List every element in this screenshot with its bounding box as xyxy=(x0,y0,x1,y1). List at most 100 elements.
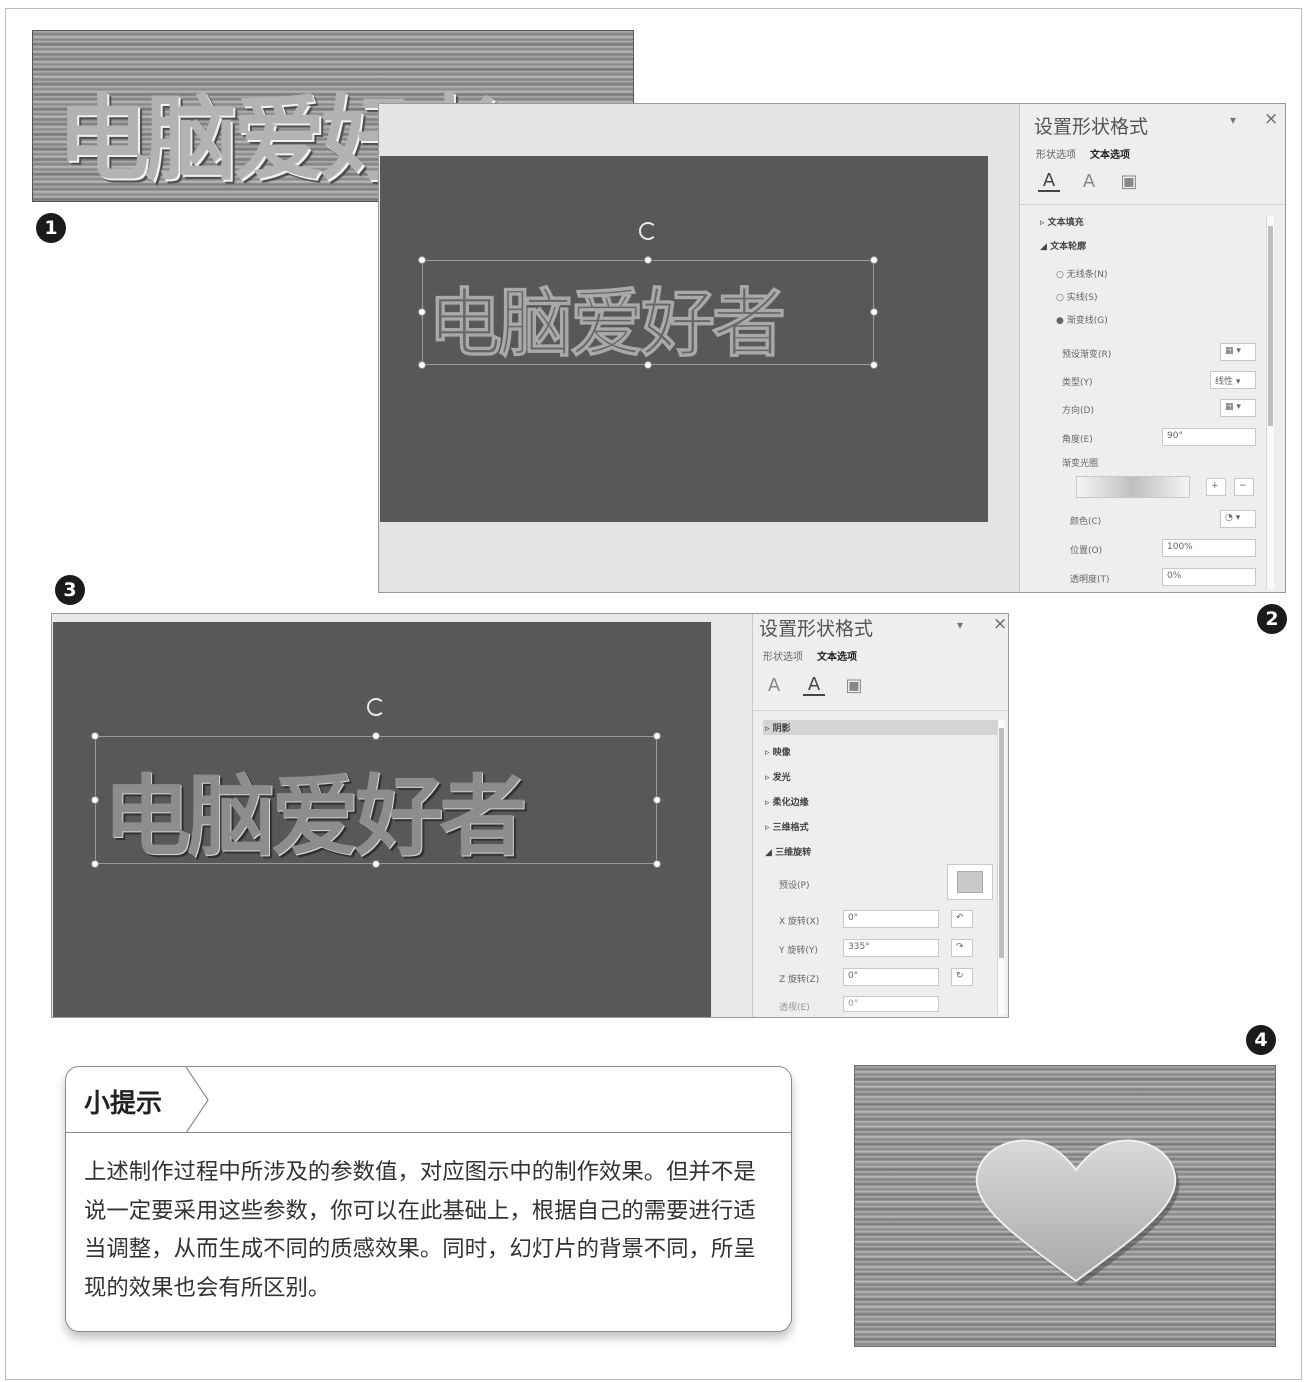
pane-title: 设置形状格式 xyxy=(759,618,874,640)
rotate-handle-icon[interactable] xyxy=(367,698,385,716)
radio-gradient-line[interactable]: ● 渐变线(G) xyxy=(1056,316,1108,326)
z-rotation-input[interactable]: 0° xyxy=(843,968,939,986)
heart-result-image xyxy=(854,1065,1276,1347)
resize-handle[interactable] xyxy=(418,256,426,264)
resize-handle[interactable] xyxy=(91,796,99,804)
rotate-clockwise-button[interactable]: ↻ xyxy=(951,968,973,986)
section-soft-edges[interactable]: ▹ 柔化边缘 xyxy=(765,798,809,808)
label-direction: 方向(D) xyxy=(1062,406,1094,416)
pane-menu-icon[interactable]: ▾ xyxy=(957,618,964,632)
pane-menu-icon[interactable]: ▾ xyxy=(1230,113,1237,127)
resize-handle[interactable] xyxy=(644,256,652,264)
tip-title-arrow xyxy=(185,1067,209,1133)
scrollbar-thumb[interactable] xyxy=(999,728,1004,958)
x-rotation-input[interactable]: 0° xyxy=(843,910,939,928)
resize-handle[interactable] xyxy=(870,361,878,369)
transparency-input[interactable]: 0% xyxy=(1162,568,1256,586)
section-text-fill[interactable]: ▹ 文本填充 xyxy=(1040,218,1084,228)
section-3d-format[interactable]: ▹ 三维格式 xyxy=(765,823,809,833)
format-shape-pane: 设置形状格式 ▾ × 形状选项 文本选项 A A ▣ ▹ 文本填充 ◢ 文本轮廓… xyxy=(1019,104,1285,592)
section-3d-rotation[interactable]: ◢ 三维旋转 xyxy=(765,848,812,858)
gradient-stops-slider[interactable] xyxy=(1076,476,1190,498)
close-icon[interactable]: × xyxy=(993,614,1008,634)
pane-scrollbar[interactable] xyxy=(1266,216,1274,590)
text-fill-outline-icon[interactable]: A xyxy=(1038,170,1060,192)
section-glow[interactable]: ▹ 发光 xyxy=(765,773,791,783)
text-effects-icon[interactable]: A xyxy=(1082,170,1096,192)
resize-handle[interactable] xyxy=(870,256,878,264)
pane-divider xyxy=(753,710,1008,711)
step-badge-3: 3 xyxy=(55,575,85,605)
resize-handle[interactable] xyxy=(91,860,99,868)
tip-header: 小提示 xyxy=(66,1067,791,1133)
step-badge-1: 1 xyxy=(36,213,66,243)
step-badge-4: 4 xyxy=(1246,1025,1276,1055)
angle-input[interactable]: 90° xyxy=(1162,428,1256,446)
scrollbar-thumb[interactable] xyxy=(1268,226,1273,426)
label-y-rotation: Y 旋转(Y) xyxy=(779,946,818,956)
tip-title: 小提示 xyxy=(84,1089,163,1119)
resize-handle[interactable] xyxy=(653,860,661,868)
slide-wordart-text: 电脑爱好者 xyxy=(428,281,787,368)
resize-handle[interactable] xyxy=(418,361,426,369)
text-fill-outline-icon[interactable]: A xyxy=(767,674,781,696)
section-text-outline[interactable]: ◢ 文本轮廓 xyxy=(1040,242,1087,252)
position-input[interactable]: 100% xyxy=(1162,539,1256,557)
tab-text-options[interactable]: 文本选项 xyxy=(1090,150,1130,161)
rotate-up-button[interactable]: ↷ xyxy=(951,939,973,957)
label-preset: 预设(P) xyxy=(779,881,810,891)
tab-shape-options[interactable]: 形状选项 xyxy=(763,652,803,663)
resize-handle[interactable] xyxy=(372,732,380,740)
rotate-handle-icon[interactable] xyxy=(639,222,657,240)
label-x-rotation: X 旋转(X) xyxy=(779,917,820,927)
radio-no-line[interactable]: ○ 无线条(N) xyxy=(1056,270,1108,280)
direction-dropdown[interactable]: ▦ ▾ xyxy=(1220,399,1256,417)
powerpoint-screenshot-gradient: 电脑爱好者 设置形状格式 ▾ × 形状选项 文本选项 A A ▣ ▹ 文本填充 … xyxy=(378,103,1286,593)
label-type: 类型(Y) xyxy=(1062,378,1093,388)
resize-handle[interactable] xyxy=(91,732,99,740)
rotate-left-button[interactable]: ↶ xyxy=(951,910,973,928)
step-badge-2: 2 xyxy=(1257,604,1287,634)
tip-box: 小提示 上述制作过程中所涉及的参数值，对应图示中的制作效果。但并不是说一定要采用… xyxy=(65,1066,792,1332)
color-dropdown[interactable]: ◔ ▾ xyxy=(1220,510,1256,528)
slide-canvas: 电脑爱好者 xyxy=(53,622,711,1017)
label-preset-gradient: 预设渐变(R) xyxy=(1062,350,1112,360)
label-color: 颜色(C) xyxy=(1070,517,1102,527)
tip-body: 上述制作过程中所涉及的参数值，对应图示中的制作效果。但并不是说一定要采用这些参数… xyxy=(84,1159,756,1301)
label-position: 位置(O) xyxy=(1070,546,1103,556)
preset-gradient-dropdown[interactable]: ▦ ▾ xyxy=(1220,343,1256,361)
powerpoint-screenshot-3d-rotation: 电脑爱好者 设置形状格式 ▾ × 形状选项 文本选项 A A ▣ ▹ 阴影 ▹ … xyxy=(51,613,1009,1018)
textbox-icon[interactable]: ▣ xyxy=(845,674,863,696)
resize-handle[interactable] xyxy=(418,308,426,316)
tab-shape-options[interactable]: 形状选项 xyxy=(1036,150,1076,161)
resize-handle[interactable] xyxy=(870,308,878,316)
label-transparency: 透明度(T) xyxy=(1070,575,1110,585)
radio-solid-line[interactable]: ○ 实线(S) xyxy=(1056,293,1098,303)
y-rotation-input[interactable]: 335° xyxy=(843,939,939,957)
section-reflection[interactable]: ▹ 映像 xyxy=(765,748,791,758)
add-stop-button[interactable]: + xyxy=(1206,478,1226,496)
label-z-rotation: Z 旋转(Z) xyxy=(779,975,820,985)
text-effects-icon[interactable]: A xyxy=(803,674,825,696)
resize-handle[interactable] xyxy=(653,732,661,740)
tab-text-options[interactable]: 文本选项 xyxy=(817,652,857,663)
format-shape-pane: 设置形状格式 ▾ × 形状选项 文本选项 A A ▣ ▹ 阴影 ▹ 映像 ▹ 发… xyxy=(752,614,1008,1017)
slide-canvas: 电脑爱好者 xyxy=(380,156,988,522)
remove-stop-button[interactable]: − xyxy=(1234,478,1254,496)
perspective-input[interactable]: 0° xyxy=(843,996,939,1012)
type-dropdown[interactable]: 线性 ▾ xyxy=(1210,371,1256,389)
label-angle: 角度(E) xyxy=(1062,435,1093,445)
pane-divider xyxy=(1020,204,1285,205)
label-gradient-stops: 渐变光圈 xyxy=(1062,459,1099,469)
slide-wordart-text: 电脑爱好者 xyxy=(103,765,527,868)
section-shadow[interactable]: ▹ 阴影 xyxy=(763,720,999,735)
resize-handle[interactable] xyxy=(372,860,380,868)
heart-shape xyxy=(975,1139,1180,1286)
resize-handle[interactable] xyxy=(653,796,661,804)
resize-handle[interactable] xyxy=(644,361,652,369)
textbox-icon[interactable]: ▣ xyxy=(1120,170,1138,192)
close-icon[interactable]: × xyxy=(1264,109,1279,129)
rotation-preset-button[interactable] xyxy=(947,864,993,900)
pane-scrollbar[interactable] xyxy=(997,720,1005,1015)
label-perspective: 透视(E) xyxy=(779,1003,810,1013)
